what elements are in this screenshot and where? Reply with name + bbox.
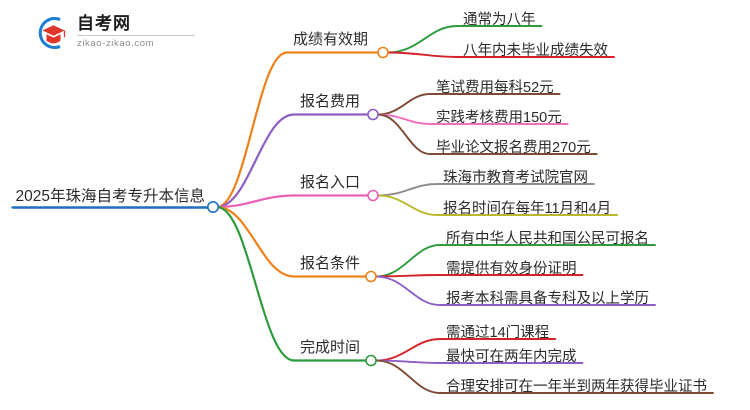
branch-label: 报名入口: [300, 174, 361, 191]
leaf-curve: [375, 275, 656, 306]
branch-node[interactable]: [365, 270, 377, 283]
branch-layer: [11, 25, 714, 394]
branch-curve: [215, 51, 380, 209]
graduation-cap-icon: [38, 16, 66, 50]
branch-label: 成绩有效期: [293, 31, 369, 48]
leaf-curve: [375, 359, 714, 394]
branch-label: 报名条件: [300, 255, 361, 272]
branch-node[interactable]: [365, 354, 377, 367]
root-label: 2025年珠海自考专升本信息: [15, 188, 205, 205]
leaf-label: 报名时间在每年11月和4月: [443, 201, 612, 217]
leaf-label: 需通过14门课程: [446, 325, 550, 341]
site-logo[interactable]: 自考网 zikao-zikao.com: [30, 13, 210, 53]
leaf-label: 笔试费用每科52元: [436, 80, 554, 96]
logo-domain: zikao-zikao.com: [77, 38, 155, 49]
leaf-label: 所有中华人民共和国公民可报名: [446, 231, 649, 247]
leaf-curve: [377, 113, 598, 155]
logo-text-wrap: 自考网 zikao-zikao.com: [77, 14, 202, 49]
leaf-curve: [377, 93, 561, 116]
leaf-curve: [387, 51, 615, 58]
logo-divider: [77, 35, 195, 36]
leaf-label: 最快可在两年内完成: [446, 349, 577, 365]
branch-curve: [215, 205, 368, 362]
branch-node[interactable]: [367, 108, 379, 121]
branch-curve: [215, 194, 370, 209]
leaf-label: 八年内未毕业成绩失效: [463, 43, 608, 59]
node-layer: [207, 46, 389, 367]
leaf-curve: [387, 25, 543, 54]
logo-title: 自考网: [77, 14, 131, 33]
leaf-label: 珠海市教育考试院官网: [443, 170, 588, 186]
leaf-curve: [375, 244, 656, 278]
leaf-label: 实践考核费用150元: [436, 110, 562, 126]
leaf-curve: [377, 194, 619, 216]
leaf-label: 毕业论文报名费用270元: [436, 140, 591, 156]
branch-node[interactable]: [367, 189, 379, 202]
leaf-curve: [375, 359, 584, 364]
leaf-label: 报考本科需具备专科及以上学历: [446, 291, 649, 307]
branch-node[interactable]: [377, 46, 389, 59]
leaf-curve: [377, 183, 595, 197]
branch-label: 完成时间: [300, 339, 361, 356]
root-node[interactable]: [207, 201, 220, 214]
branch-label: 报名费用: [300, 93, 361, 110]
leaf-label: 通常为八年: [463, 12, 536, 28]
leaf-label: 合理安排可在一年半到两年获得毕业证书: [446, 379, 707, 395]
leaf-curve: [375, 274, 584, 278]
leaf-label: 需提供有效身份证明: [446, 261, 577, 277]
branch-curve: [215, 113, 370, 209]
branch-curve: [215, 205, 368, 278]
